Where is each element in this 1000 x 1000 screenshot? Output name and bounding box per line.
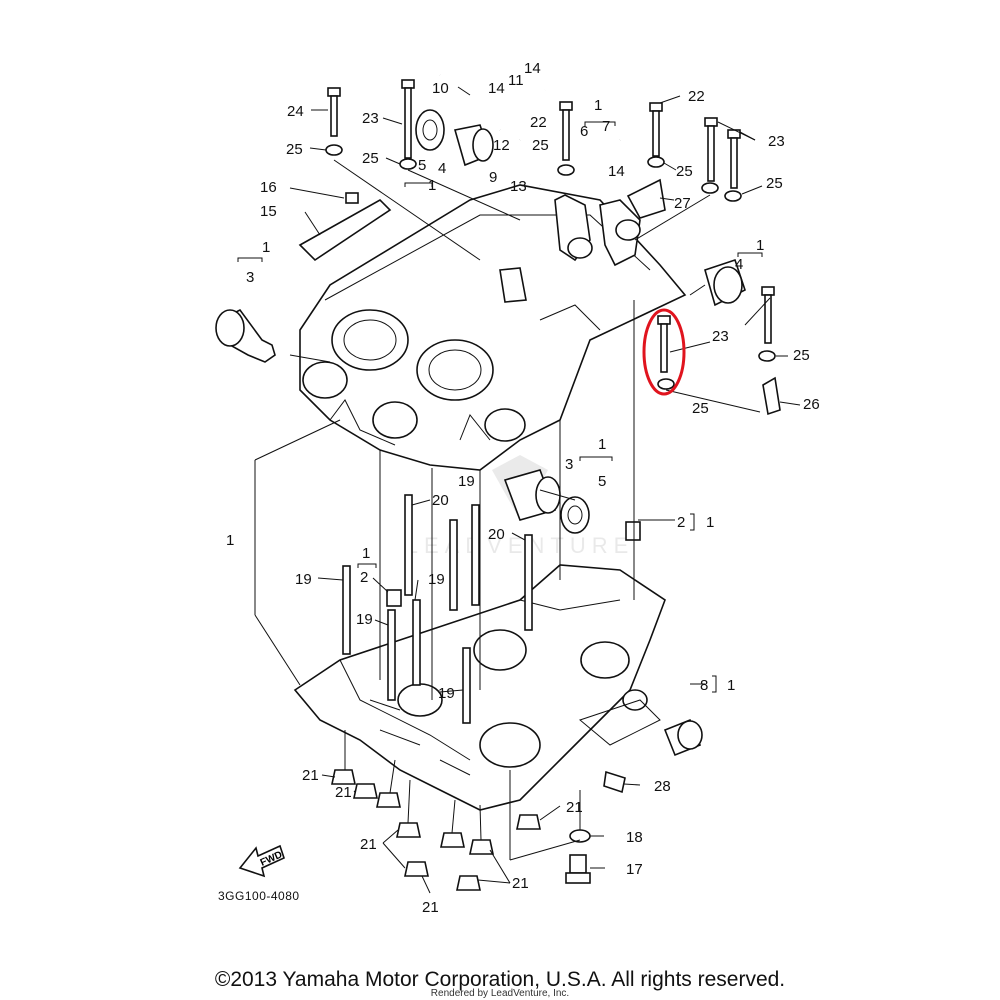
callout-label: 1 — [598, 436, 606, 453]
callout-label: 19 — [458, 473, 475, 490]
callout-label: 2 — [677, 514, 685, 531]
callout-label: 22 — [530, 114, 547, 131]
callout-label: 14 — [524, 60, 541, 77]
callout-label: 12 — [493, 137, 510, 154]
callout-label: 9 — [489, 169, 497, 186]
part-code: 3GG100-4080 — [218, 889, 300, 903]
callout-label: 25 — [532, 137, 549, 154]
callout-label: 5 — [418, 157, 426, 174]
copyright-notice: ©2013 Yamaha Motor Corporation, U.S.A. A… — [214, 968, 786, 991]
callout-label: 28 — [654, 778, 671, 795]
callout-label: 19 — [438, 685, 455, 702]
callout-label: 21 — [422, 899, 439, 916]
callout-label: 20 — [488, 526, 505, 543]
callout-label: 7 — [602, 118, 610, 135]
callout-label: 1 — [756, 237, 764, 254]
callout-label: 6 — [580, 123, 588, 140]
callout-labels: 24 23 10 14 11 14 1 22 7 22 23 25 25 5 1… — [226, 60, 820, 916]
callout-label: 16 — [260, 179, 277, 196]
callout-label: 19 — [356, 611, 373, 628]
callout-label: 1 — [262, 239, 270, 256]
watermark-text: LEADVENTURE — [406, 533, 635, 558]
callout-label: 1 — [362, 545, 370, 562]
callout-label: 22 — [688, 88, 705, 105]
callout-label: 10 — [432, 80, 449, 97]
callout-label: 21 — [335, 784, 352, 801]
callout-label: 8 — [700, 677, 708, 694]
callout-label: 14 — [608, 163, 625, 180]
callout-label: 19 — [428, 571, 445, 588]
callout-label: 24 — [287, 103, 304, 120]
callout-label: 21 — [360, 836, 377, 853]
hoses — [439, 72, 639, 188]
callout-label: 1 — [706, 514, 714, 531]
highlight-ring — [642, 308, 686, 396]
callout-label: 11 — [508, 72, 524, 89]
bearings-seals — [215, 109, 746, 757]
upper-crankcase — [299, 184, 687, 471]
group-brackets — [237, 121, 763, 693]
brackets — [298, 178, 781, 416]
callout-label: 25 — [692, 400, 709, 417]
callout-label: 25 — [793, 347, 810, 364]
callout-label: 21 — [566, 799, 583, 816]
callout-label: 17 — [626, 861, 643, 878]
rendered-by-note: Rendered by LeadVenture, Inc. — [430, 988, 570, 999]
callout-label: 1 — [594, 97, 602, 114]
callout-label: 15 — [260, 203, 277, 220]
callout-label: 3 — [565, 456, 573, 473]
callout-label: 25 — [286, 141, 303, 158]
callout-label: 1 — [428, 177, 436, 194]
callout-label: 1 — [727, 677, 735, 694]
fwd-label: FWD — [259, 849, 284, 868]
callout-label: 23 — [712, 328, 729, 345]
callout-label: 23 — [362, 110, 379, 127]
studs — [342, 494, 533, 724]
callout-label: 21 — [302, 767, 319, 784]
callout-label: 2 — [360, 569, 368, 586]
callout-label: 27 — [674, 195, 691, 212]
callout-label: 18 — [626, 829, 643, 846]
callout-label: 25 — [362, 150, 379, 167]
callout-label: 4 — [735, 256, 743, 273]
callout-label: 14 — [488, 80, 505, 97]
callout-label: 1 — [226, 532, 234, 549]
callout-label: 25 — [676, 163, 693, 180]
callout-label: 26 — [803, 396, 820, 413]
callout-label: 19 — [295, 571, 312, 588]
bolts-top — [327, 79, 775, 373]
callout-label: 23 — [768, 133, 785, 150]
callout-label: 3 — [246, 269, 254, 286]
callout-label: 21 — [512, 875, 529, 892]
washers — [325, 144, 776, 843]
callout-label: 20 — [432, 492, 449, 509]
leader-lines — [254, 86, 801, 894]
callout-label: 4 — [438, 160, 446, 177]
callout-label: 13 — [510, 178, 527, 195]
callout-label: 25 — [766, 175, 783, 192]
fwd-arrow-icon: FWD — [238, 844, 285, 878]
callout-label: 5 — [598, 473, 606, 490]
